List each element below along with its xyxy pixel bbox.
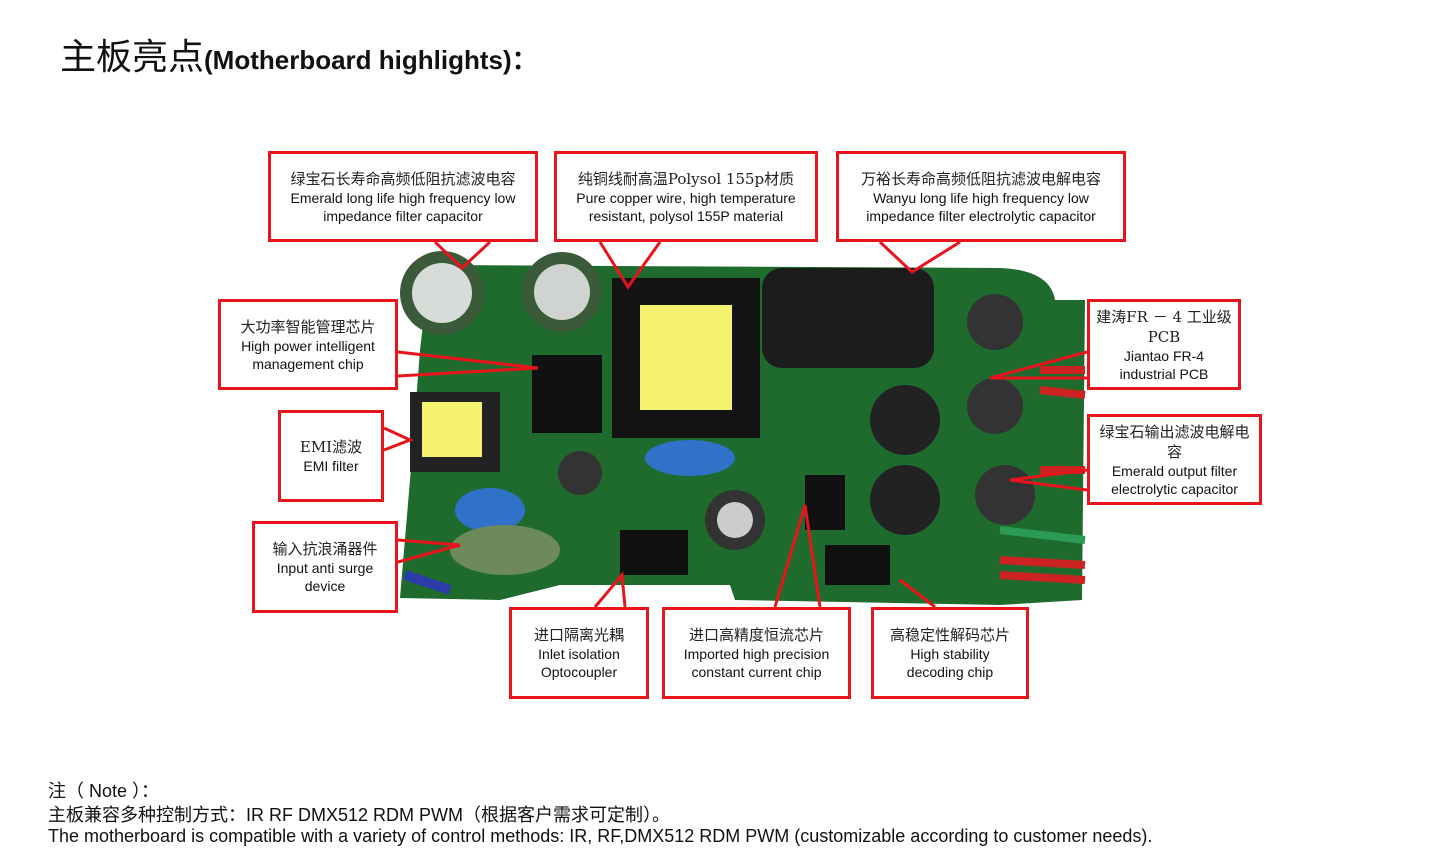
callout-zh: 大功率智能管理芯片 — [240, 317, 376, 336]
callout-constant-current-chip: 进口高精度恒流芯片 Imported high precision constan… — [662, 607, 851, 699]
callout-en: Emerald output filter electrolytic capac… — [1111, 462, 1238, 497]
callout-pointers — [383, 240, 1088, 609]
callout-anti-surge: 输入抗浪涌器件 Input anti surge device — [252, 521, 398, 613]
callout-en: Wanyu long life high frequency low imped… — [866, 189, 1096, 224]
note-zh: 主板兼容多种控制方式：IR RF DMX512 RDM PWM（根据客户需求可定… — [48, 805, 671, 825]
page-title: 主板亮点(Motherboard highlights)： — [60, 28, 538, 80]
electrolytic-capacitor — [762, 268, 934, 368]
note-label: 注（ Note ）： — [48, 781, 160, 801]
callout-zh: EMI滤波 — [299, 438, 363, 456]
callout-emi-filter: EMI滤波 EMI filter — [278, 410, 384, 502]
callout-zh: 进口高精度恒流芯片 — [688, 626, 824, 644]
title-en: (Motherboard highlights)： — [204, 45, 538, 75]
capacitor-left — [400, 251, 602, 335]
callout-zh: 绿宝石输出滤波电解电容 — [1099, 422, 1250, 461]
callout-en: High stability decoding chip — [906, 646, 994, 680]
callout-en: Imported high precision constant current… — [683, 646, 830, 680]
callout-zh: 纯铜线耐高温Polysol 155p材质 — [577, 169, 795, 188]
callout-zh: 建涛FR － 4 工业级PCB — [1096, 307, 1232, 346]
callout-zh: 万裕长寿命高频低阻抗滤波电解电容 — [860, 169, 1101, 188]
callout-decoding-chip: 高稳定性解码芯片 High stability decoding chip — [871, 607, 1029, 699]
callout-en: High power intelligent management chip — [241, 337, 375, 372]
callout-en: EMI filter — [303, 458, 359, 474]
callout-zh: 输入抗浪涌器件 — [272, 540, 378, 558]
optocoupler — [620, 530, 688, 575]
callout-en: Pure copper wire, high temperature resis… — [576, 189, 796, 224]
decoding-chip — [825, 545, 890, 585]
callout-zh: 绿宝石长寿命高频低阻抗滤波电容 — [290, 169, 516, 188]
callout-en: Emerald long life high frequency low imp… — [290, 189, 516, 224]
management-chip — [532, 355, 602, 433]
callout-en: Jiantao FR-4 industrial PCB — [1119, 347, 1209, 382]
callout-zh: 高稳定性解码芯片 — [889, 626, 1010, 644]
callout-zh: 进口隔离光耦 — [533, 626, 624, 644]
callout-en: Input anti surge device — [276, 560, 374, 594]
note-en: The motherboard is compatible with a var… — [48, 826, 1153, 846]
callout-en: Inlet isolation Optocoupler — [538, 646, 620, 680]
title-zh: 主板亮点 — [60, 37, 205, 78]
callout-optocoupler: 进口隔离光耦 Inlet isolation Optocoupler — [509, 607, 649, 699]
